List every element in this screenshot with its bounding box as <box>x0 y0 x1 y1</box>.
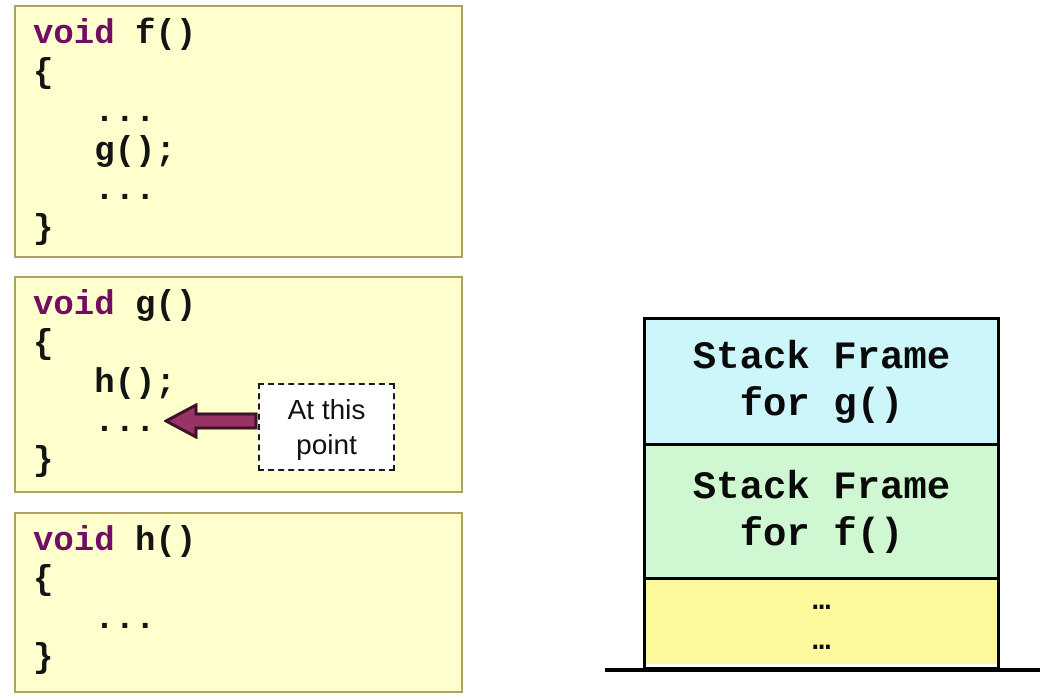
code-line: void g() <box>33 287 461 326</box>
code-line: { <box>33 326 54 364</box>
code-line: void f() <box>33 16 461 55</box>
stack-frame-rest-ellipsis-2: … <box>812 625 831 659</box>
function-signature-f: f() <box>114 16 197 54</box>
keyword-void: void <box>33 287 115 325</box>
code-line: g(); <box>33 133 176 171</box>
code-line: { <box>33 562 54 600</box>
annotation-line-1: At this <box>287 394 366 425</box>
ground-line <box>605 668 1040 672</box>
annotation-callout: At this point <box>258 383 395 471</box>
stack-frame-f-label-line-2: for f() <box>739 512 904 557</box>
code-line: ... <box>33 404 156 442</box>
keyword-void: void <box>33 523 115 561</box>
code-line: void h() <box>33 523 461 562</box>
code-box-f: void f() { ... g(); ... } <box>14 5 463 258</box>
code-line: { <box>33 55 54 93</box>
code-box-h: void h() { ... } <box>14 512 463 693</box>
stack-frame-g-label-line-2: for g() <box>739 382 904 427</box>
stack-frame-rest: … … <box>646 580 997 664</box>
function-signature-g: g() <box>114 287 197 325</box>
stack-frame-g: Stack Frame for g() <box>646 320 997 446</box>
function-signature-h: h() <box>114 523 197 561</box>
code-line: } <box>33 443 54 481</box>
stack-frame-f-label-line-1: Stack Frame <box>692 465 951 510</box>
code-box-g: void g() { h(); ... } <box>14 276 463 493</box>
code-line: } <box>33 640 54 678</box>
code-line: h(); <box>33 365 176 403</box>
stack-frame-rest-ellipsis-1: … <box>812 585 831 619</box>
code-line: ... <box>33 94 156 132</box>
keyword-void: void <box>33 16 115 54</box>
code-line: ... <box>33 601 156 639</box>
annotation-line-2: point <box>296 429 357 460</box>
left-block-arrow-icon <box>164 403 258 439</box>
code-line: } <box>33 211 54 249</box>
stack-frame-g-label-line-1: Stack Frame <box>692 335 951 380</box>
code-f: void f() { ... g(); ... } <box>16 7 461 250</box>
code-line: ... <box>33 172 156 210</box>
code-h: void h() { ... } <box>16 514 461 679</box>
code-g: void g() { h(); ... } <box>16 278 461 482</box>
stack-frame-f: Stack Frame for f() <box>646 446 997 580</box>
stack-diagram: Stack Frame for g() Stack Frame for f() … <box>643 317 1000 670</box>
